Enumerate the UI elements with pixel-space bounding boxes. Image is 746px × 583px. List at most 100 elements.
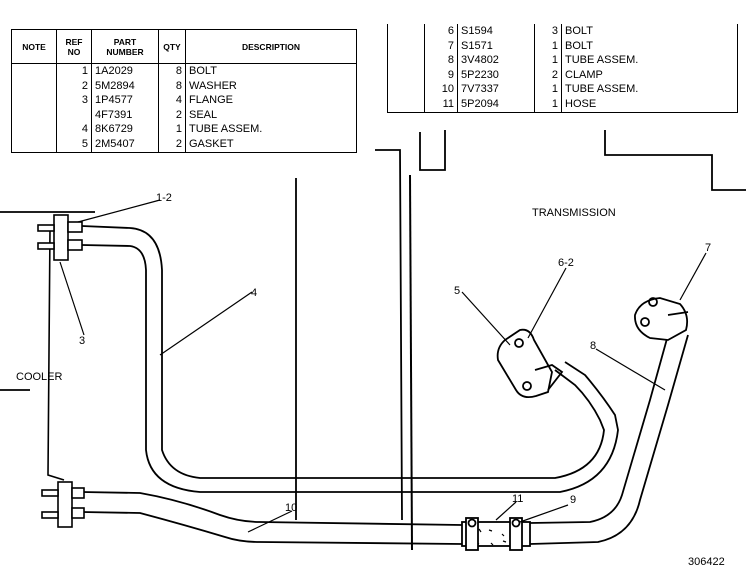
label-cooler: COOLER (16, 371, 63, 383)
qty-cell: 1 (534, 82, 562, 97)
description-cell: FLANGE (189, 94, 234, 107)
ref-no-cell: 6 (424, 24, 458, 39)
tube-assem-10 (81, 334, 689, 545)
note-cell (387, 67, 425, 83)
transmission-fitting-7 (634, 297, 689, 341)
note-cell (11, 136, 57, 153)
header-ref-no: REF NO (56, 29, 92, 64)
cooler-outline (47, 227, 65, 481)
qty-cell: 1 (534, 38, 562, 54)
qty-cell: 1 (158, 122, 186, 137)
note-cell (387, 38, 425, 54)
label-transmission: TRANSMISSION (532, 207, 616, 219)
callout-6-2: 6-2 (558, 257, 574, 269)
description-cell: WASHER (189, 79, 237, 92)
qty-cell: 8 (158, 78, 186, 94)
note-cell (11, 63, 57, 79)
ref-no-cell: 5 (56, 136, 92, 153)
note-cell (387, 24, 425, 39)
ref-no-cell: 2 (56, 78, 92, 94)
part-number-cell: 7V7337 (457, 82, 535, 97)
header-qty: QTY (158, 29, 186, 64)
callout-7: 7 (705, 242, 712, 254)
qty-cell: 2 (534, 67, 562, 83)
part-number-cell: 5M2894 (91, 78, 159, 94)
transmission-outline (0, 130, 746, 521)
note-cell (387, 82, 425, 97)
ref-no-cell: 11 (424, 96, 458, 113)
part-number-cell: 1P4577 (91, 93, 159, 108)
description-cell: GASKET (189, 137, 234, 150)
callout-9: 9 (570, 494, 577, 506)
part-number-cell: 5P2230 (457, 67, 535, 83)
qty-cell: 4 (158, 93, 186, 108)
description-cell: BOLT (565, 25, 593, 37)
drawing-number: 306422 (688, 556, 725, 568)
callout-5: 5 (454, 285, 461, 297)
cooler-flange-upper (37, 214, 83, 261)
qty-cell: 1 (534, 96, 562, 113)
qty-cell: 2 (158, 107, 186, 123)
parts-list-table-left: NOTE REF NO PART NUMBER QTY DESCRIPTION … (11, 29, 357, 153)
ref-no-cell: 10 (424, 82, 458, 97)
transmission-case-line (409, 174, 413, 551)
ref-no-cell: 4 (56, 122, 92, 137)
description-cell: TUBE ASSEM. (565, 83, 639, 96)
part-number-cell: 4F7391 (91, 107, 159, 123)
description-cell: BOLT (565, 39, 593, 52)
cooler-flange-lower (41, 481, 85, 528)
ref-no-cell: 9 (424, 67, 458, 83)
note-cell (387, 53, 425, 68)
header-description: DESCRIPTION (185, 29, 357, 64)
part-number-cell: 2M5407 (91, 136, 159, 153)
part-number-cell: S1594 (457, 24, 535, 39)
transmission-flange-5 (496, 328, 564, 399)
note-cell (11, 78, 57, 94)
ref-no-cell (56, 107, 92, 123)
qty-cell: 1 (534, 53, 562, 68)
ref-no-cell: 8 (424, 53, 458, 68)
description-cell: TUBE ASSEM. (565, 54, 639, 67)
callout-1-2: 1-2 (156, 192, 172, 204)
ref-no-cell: 1 (56, 63, 92, 79)
qty-cell: 3 (534, 24, 562, 39)
note-cell (11, 93, 57, 108)
description-cell: HOSE (565, 97, 597, 110)
note-cell (11, 107, 57, 123)
ref-no-cell: 3 (56, 93, 92, 108)
qty-cell: 8 (158, 63, 186, 79)
header-note: NOTE (11, 29, 57, 64)
note-cell (387, 96, 425, 113)
ref-no-cell: 7 (424, 38, 458, 54)
part-number-cell: 5P2094 (457, 96, 535, 113)
callout-11: 11 (512, 493, 524, 505)
description-cell: SEAL (189, 108, 218, 121)
description-cell: CLAMP (565, 68, 603, 81)
tube-assem-4 (81, 225, 619, 493)
part-number-cell: 8K6729 (91, 122, 159, 137)
part-number-cell: S1571 (457, 38, 535, 54)
callout-8: 8 (590, 340, 597, 352)
description-cell: TUBE ASSEM. (189, 123, 263, 136)
leader-lines (59, 199, 707, 533)
part-number-cell: 3V4802 (457, 53, 535, 68)
qty-cell: 2 (158, 136, 186, 153)
clamp-9 (465, 517, 523, 551)
part-number-cell: 1A2029 (91, 63, 159, 79)
callout-3: 3 (79, 335, 86, 347)
note-cell (11, 122, 57, 137)
